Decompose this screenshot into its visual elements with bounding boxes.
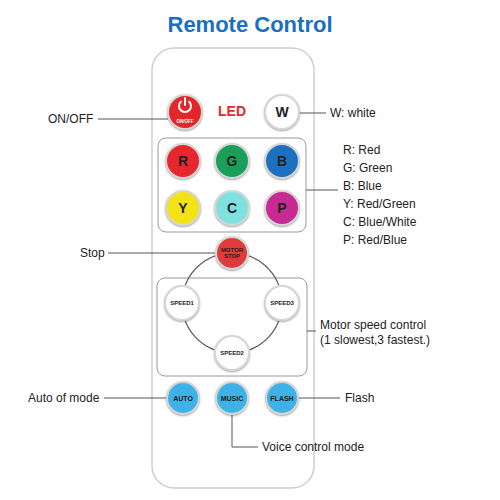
- mode-button: FLASH: [265, 381, 299, 415]
- remote-body: [152, 48, 314, 488]
- callout-label: Auto of mode: [28, 391, 99, 406]
- leader-line: [98, 119, 168, 120]
- color-button: B: [264, 143, 300, 179]
- leader-line: [307, 331, 316, 332]
- color-button: R: [165, 143, 201, 179]
- color-key: P: Red/Blue: [343, 233, 407, 248]
- color-key: C: Blue/White: [343, 215, 416, 230]
- leader-line: [306, 190, 338, 191]
- button-label: SPEED3: [270, 300, 294, 306]
- mode-button: AUTO: [166, 381, 200, 415]
- color-button: G: [214, 143, 250, 179]
- power-icon: [179, 98, 191, 112]
- button-label: B: [277, 154, 287, 168]
- leader-line: [104, 398, 166, 399]
- callout-label: Flash: [345, 391, 374, 406]
- button-label: SPEED1: [170, 300, 194, 306]
- button-label: SPEED2: [220, 350, 244, 356]
- callout-label: W: white: [330, 106, 376, 121]
- color-key: R: Red: [343, 143, 380, 158]
- leader-line: [299, 398, 340, 399]
- callout-label: Stop: [80, 246, 105, 261]
- led-marking: LED: [218, 104, 246, 119]
- leader-line: [232, 415, 258, 447]
- color-key: Y: Red/Green: [343, 197, 416, 212]
- callout-label: Motor speed control (1 slowest,3 fastest…: [320, 318, 437, 348]
- color-button: C: [214, 190, 250, 226]
- button-label: AUTO: [173, 395, 193, 402]
- button-label: MOTOR STOP: [219, 247, 245, 259]
- button-ring: [185, 321, 214, 350]
- color-key: B: Blue: [343, 179, 382, 194]
- power-button: ON/OFF: [167, 94, 203, 130]
- leader-line: [108, 253, 215, 254]
- callout-label: Voice control mode: [262, 440, 364, 455]
- button-label: FLASH: [270, 395, 293, 402]
- button-label: R: [178, 154, 188, 168]
- color-button: Y: [165, 190, 201, 226]
- speed-button: SPEED3: [264, 285, 300, 321]
- speed-button: SPEED1: [164, 285, 200, 321]
- button-label: Y: [178, 201, 187, 215]
- color-button: P: [264, 190, 300, 226]
- color-key: G: Green: [343, 161, 392, 176]
- button-label: C: [227, 201, 237, 215]
- speed-button: SPEED2: [214, 335, 250, 371]
- button-ring: [250, 321, 279, 350]
- button-ring: [185, 256, 215, 285]
- mode-button: MUSIC: [215, 381, 249, 415]
- button-label: P: [277, 201, 286, 215]
- speed-button-frame: [157, 278, 307, 376]
- page-title: Remote Control: [168, 12, 333, 38]
- leader-line: [300, 113, 326, 114]
- callout-label: ON/OFF: [48, 112, 93, 127]
- color-button-frame: [158, 138, 306, 232]
- button-label: ON/OFF: [177, 120, 194, 125]
- stop-button: MOTOR STOP: [215, 236, 249, 270]
- button-label: MUSIC: [221, 395, 244, 402]
- white-button: W: [264, 94, 300, 130]
- button-ring: [249, 256, 279, 285]
- button-label: W: [275, 105, 288, 119]
- button-label: G: [227, 154, 238, 168]
